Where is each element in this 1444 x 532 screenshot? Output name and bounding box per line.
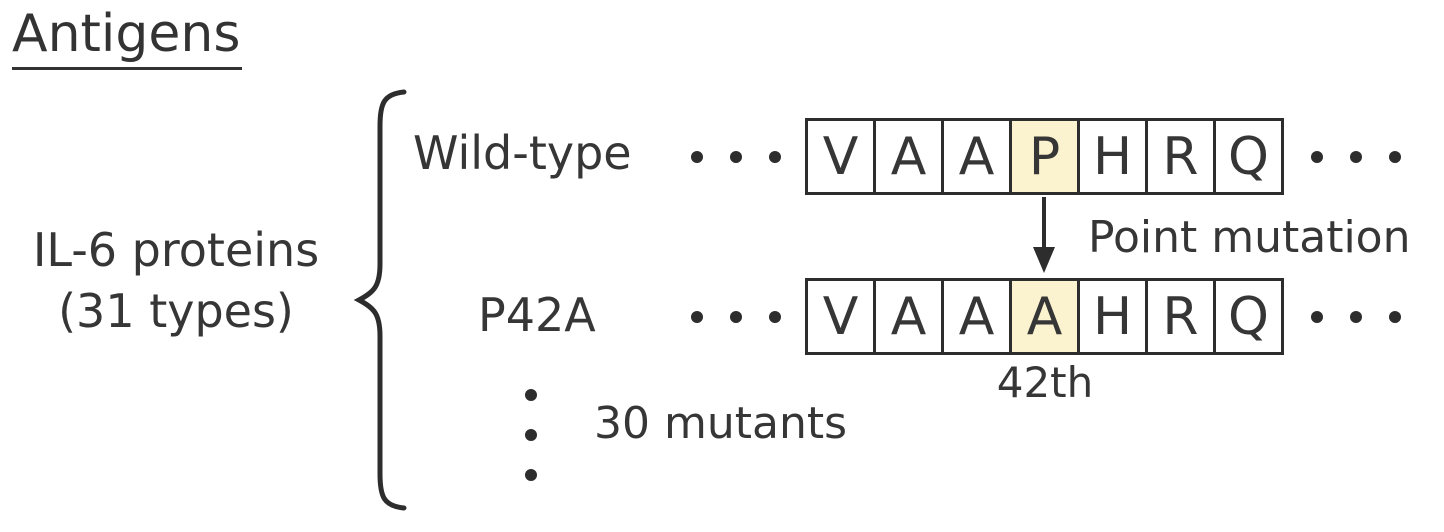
down-arrow-icon [1030, 197, 1058, 275]
ellipsis-right-p42a-icon [1311, 311, 1401, 323]
dot-icon [1311, 151, 1323, 163]
residue-cell-highlighted: P [1009, 118, 1080, 195]
dot-icon [1311, 311, 1323, 323]
dot-icon [691, 151, 703, 163]
residue-cell: Q [1213, 278, 1284, 355]
residue-cell: Q [1213, 118, 1284, 195]
dot-icon [525, 429, 537, 441]
residue-cell: H [1077, 118, 1148, 195]
dot-icon [1389, 151, 1401, 163]
residue-cell-highlighted: A [1009, 278, 1080, 355]
dot-icon [730, 151, 742, 163]
ellipsis-left-p42a-icon [691, 311, 781, 323]
dot-icon [1350, 311, 1362, 323]
sequence-row-p42a: V A A A H R Q [805, 278, 1284, 355]
left-curly-brace-icon [352, 88, 410, 512]
ellipsis-right-wildtype-icon [1311, 151, 1401, 163]
residue-cell: V [805, 118, 876, 195]
dot-icon [1350, 151, 1362, 163]
dot-icon [1389, 311, 1401, 323]
position-label: 42th [996, 358, 1094, 407]
point-mutation-label: Point mutation [1088, 212, 1411, 263]
residue-cell: A [941, 278, 1012, 355]
group-label-line2: (31 types) [58, 283, 294, 338]
dot-icon [769, 151, 781, 163]
residue-cell: R [1145, 118, 1216, 195]
residue-cell: A [873, 278, 944, 355]
row-label-wildtype: Wild-type [413, 126, 632, 180]
sequence-row-wildtype: V A A P H R Q [805, 118, 1284, 195]
dot-icon [769, 311, 781, 323]
row-label-p42a: P42A [478, 288, 596, 342]
residue-cell: H [1077, 278, 1148, 355]
residue-cell: R [1145, 278, 1216, 355]
residue-cell: A [873, 118, 944, 195]
page-title: Antigens [12, 4, 243, 70]
group-label-line1: IL-6 proteins [32, 223, 320, 277]
dot-icon [525, 469, 537, 481]
dot-icon [525, 389, 537, 401]
group-label: IL-6 proteins (31 types) [0, 220, 352, 341]
residue-cell: V [805, 278, 876, 355]
dot-icon [730, 311, 742, 323]
mutants-count-label: 30 mutants [594, 398, 847, 449]
vertical-ellipsis-icon [525, 389, 537, 481]
dot-icon [691, 311, 703, 323]
residue-cell: A [941, 118, 1012, 195]
ellipsis-left-wildtype-icon [691, 151, 781, 163]
